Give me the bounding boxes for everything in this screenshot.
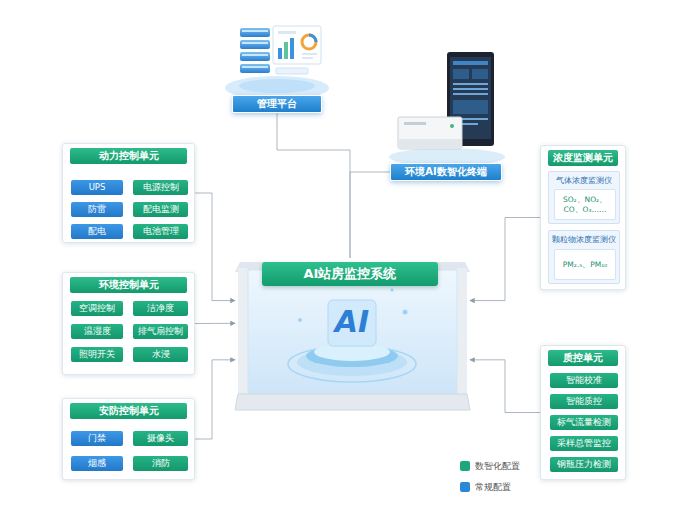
illustration-label: AI [322,302,382,342]
config-item: 空调控制 [71,301,123,316]
config-item: 洁净度 [133,301,188,316]
connector-line [195,193,235,301]
unit-heading: 安防控制单元 [70,403,187,419]
instrument-box: 气体浓度监测仪 SO₂、NO₂、CO、O₃…… [548,171,620,224]
parameter-text: SO₂、NO₂、CO、O₃…… [557,195,613,215]
item-label: 门禁 [88,434,106,443]
item-label: 电池管理 [143,227,179,236]
unit-box: 质控单元智能校准智能质控标气流量检测采样总管监控钢瓶压力检测 [540,345,626,480]
config-item: 温湿度 [71,324,123,339]
legend-swatch [460,482,470,492]
unit-heading: 质控单元 [548,350,618,366]
item-label: 摄像头 [147,434,174,443]
config-item: 配电监测 [133,202,188,217]
system-heading: AI站房监控系统 [262,262,438,286]
instrument-heading: 颗粒物浓度监测仪 [549,234,619,245]
config-item: 钢瓶压力检测 [550,457,618,472]
connector-line [195,323,235,324]
config-item: 门禁 [71,431,123,446]
item-label: 温湿度 [84,327,111,336]
item-label: 电源控制 [143,183,179,192]
legend-swatch [460,461,470,471]
label-band: 管理平台 [232,95,322,113]
instrument-heading: 气体浓度监测仪 [549,175,619,186]
unit-box: 安防控制单元门禁 摄像头烟感 消防 [62,398,195,480]
instrument-box: 颗粒物浓度监测仪 PM₂.₅、PM₁₀ [548,230,620,284]
item-label: 钢瓶压力检测 [557,460,611,469]
item-label: UPS [89,183,106,192]
config-item: 配电 [71,224,123,239]
config-item: 烟感 [71,456,123,471]
unit-heading: 浓度监测单元 [548,150,618,166]
config-item: 消防 [133,456,188,471]
config-item: 标气流量检测 [550,415,618,430]
item-label: 配电监测 [143,205,179,214]
unit-heading: 环境控制单元 [70,277,187,293]
config-item: 排气扇控制 [133,324,188,339]
config-item: 防雷 [71,202,123,217]
config-item: 采样总管监控 [550,436,618,451]
band-label: 管理平台 [257,97,297,111]
label-band: 环境AI数智化终端 [390,163,502,181]
connector-line [470,360,540,413]
config-item: 电池管理 [133,224,188,239]
item-label: 空调控制 [79,304,115,313]
unit-box: 浓度监测单元气体浓度监测仪 SO₂、NO₂、CO、O₃…… 颗粒物浓度监测仪 PM₂.… [540,145,626,290]
legend-text: 数智化配置 [475,460,520,473]
item-label: 智能校准 [566,376,602,385]
item-label: 智能质控 [566,397,602,406]
item-label: 照明开关 [79,350,115,359]
item-label: 洁净度 [147,304,174,313]
unit-box: 环境控制单元空调控制 洁净度温湿度 排气扇控制照明开关 水浸 [62,272,195,375]
band-label: 环境AI数智化终端 [405,165,486,179]
config-item: 水浸 [133,347,188,362]
config-item: 智能质控 [550,394,618,409]
legend-text: 常规配置 [475,481,511,494]
platform-illustration [225,26,329,100]
parameter-text: PM₂.₅、PM₁₀ [563,260,607,270]
config-item: 照明开关 [71,347,123,362]
config-item: UPS [71,180,123,195]
item-label: 采样总管监控 [557,439,611,448]
item-label: 烟感 [88,459,106,468]
connector-line [350,172,390,258]
config-item: 智能校准 [550,373,618,388]
unit-heading: 动力控制单元 [70,148,187,164]
connector-line [470,218,540,301]
station-illustration [235,262,470,410]
unit-box: 动力控制单元 UPS 电源控制防雷 配电监测配电 电池管理 [62,143,195,243]
connector-line [195,360,235,439]
terminal-illustration [389,52,505,166]
config-item: 电源控制 [133,180,188,195]
config-item: 摄像头 [133,431,188,446]
item-label: 消防 [152,459,170,468]
parameter-box: SO₂、NO₂、CO、O₃…… [554,189,616,220]
parameter-box: PM₂.₅、PM₁₀ [554,249,616,280]
item-label: 防雷 [88,205,106,214]
item-label: 配电 [88,227,106,236]
item-label: 水浸 [152,350,170,359]
item-label: 排气扇控制 [138,327,183,336]
connector-line [277,113,350,258]
item-label: 标气流量检测 [557,418,611,427]
